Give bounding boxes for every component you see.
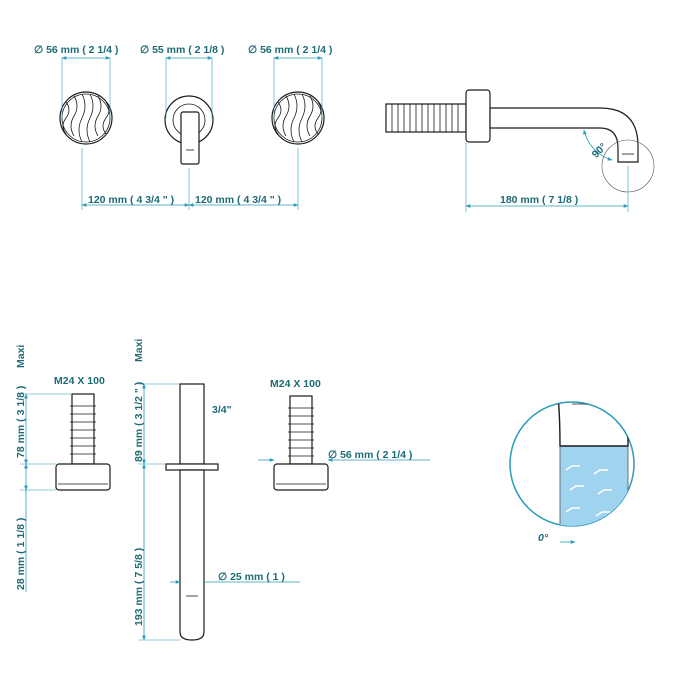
spout-detail: 0°	[509, 401, 635, 544]
left-valve-knob	[55, 463, 111, 491]
pipe-lower	[179, 469, 205, 641]
left-handle	[59, 91, 113, 145]
pipe-upper	[179, 383, 205, 465]
pipe-size-label: 3/4"	[212, 404, 232, 416]
dia-left-label: ∅ 56 mm ( 2 1/4 )	[34, 44, 118, 56]
right-valve-stem	[289, 395, 313, 465]
front-view: ∅ 56 mm ( 2 1/4 ) ∅ 55 mm ( 2 1/8 ) ∅ 56…	[34, 44, 332, 210]
dia-pipe-label: ∅ 25 mm ( 1 )	[218, 571, 285, 583]
dia-right-label: ∅ 56 mm ( 2 1/4 )	[248, 44, 332, 56]
left-valve: M24 X 100 Maxi 78 mm ( 3 1/8 ) 28 mm ( 1…	[15, 345, 111, 592]
spout-pipe: 3/4" Maxi 89 mm ( 3 1/2 " ) 193 mm ( 7 5…	[133, 339, 300, 641]
h78-label: 78 mm ( 3 1/8 )	[15, 386, 27, 458]
dia-knob-label: ∅ 56 mm ( 2 1/4 )	[328, 449, 412, 461]
middle-spout-front	[164, 95, 214, 165]
zero-angle-label: 0°	[538, 532, 549, 544]
spout-side-view: 90° 180 mm ( 7 1/8 )	[385, 89, 655, 212]
right-handle	[271, 91, 325, 145]
thread-right-label: M24 X 100	[270, 378, 321, 390]
left-valve-stem	[71, 393, 95, 465]
h89-label: 89 mm ( 3 1/2 " )	[133, 382, 145, 462]
thread-left-label: M24 X 100	[54, 375, 105, 387]
spout-thread-body	[385, 103, 467, 133]
maxi-mid-label: Maxi	[133, 339, 145, 362]
spacing-right-label: 120 mm ( 4 3/4 " )	[195, 194, 281, 206]
h193-label: 193 mm ( 7 5/8 )	[133, 548, 145, 626]
pipe-flange	[165, 463, 219, 471]
spout-length-label: 180 mm ( 7 1/8 )	[500, 194, 578, 206]
h28-label: 28 mm ( 1 1/8 )	[15, 518, 27, 590]
right-valve: M24 X 100 ∅ 56 mm ( 2 1/4 )	[258, 378, 430, 491]
maxi-left-label: Maxi	[15, 345, 27, 368]
dia-mid-label: ∅ 55 mm ( 2 1/8 )	[140, 44, 224, 56]
spacing-left-label: 120 mm ( 4 3/4 " )	[88, 194, 174, 206]
spout-flange	[465, 89, 491, 143]
right-valve-knob	[273, 463, 329, 491]
spout-curve	[489, 107, 639, 163]
